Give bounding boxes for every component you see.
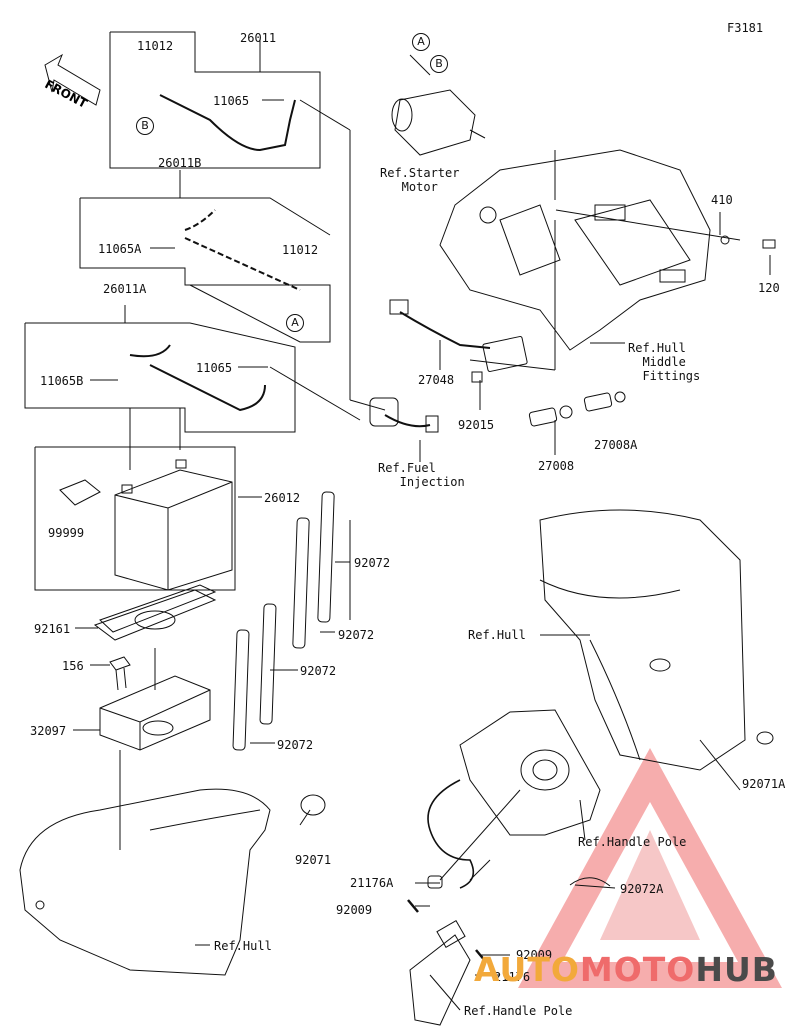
part-92071a: 92071A — [742, 777, 786, 791]
part-27008: 27008 — [538, 459, 575, 473]
key-27008a — [583, 391, 626, 412]
part-156: 156 — [62, 659, 84, 673]
part-92072-1: 92072 — [354, 556, 391, 570]
part-26012: 26012 — [264, 491, 301, 505]
ref-handle-pole-2: Ref.Handle Pole — [464, 1004, 573, 1018]
callout-a-top: A — [412, 33, 430, 51]
ref-hull-right: Ref.Hull — [468, 628, 526, 642]
part-11012-top: 11012 — [137, 39, 174, 53]
battery-26012 — [114, 459, 233, 591]
handle-pole-plate — [459, 709, 601, 836]
part-92161: 92161 — [34, 622, 71, 636]
part-92009-2: 92009 — [516, 948, 553, 962]
washer-410 — [720, 235, 730, 245]
ref-handle-pole-1: Ref.Handle Pole — [578, 835, 687, 849]
strap-92072-1 — [317, 491, 335, 623]
part-92072-3: 92072 — [300, 664, 337, 678]
ref-hull-middle: Ref.Hull Middle Fittings — [628, 341, 701, 383]
part-92072a: 92072A — [620, 882, 664, 896]
part-11065-top: 11065 — [213, 94, 250, 108]
ref-hull-bottom: Ref.Hull — [214, 939, 272, 953]
handle-pole-bottom — [409, 920, 471, 1026]
switch-wire-27048 — [399, 311, 491, 349]
logo-hub: HUB — [695, 950, 778, 989]
grommet-92071 — [300, 794, 326, 816]
case-32097 — [99, 675, 211, 751]
ref-starter-motor: Ref.Starter Motor — [380, 166, 460, 194]
ring-92072a — [569, 877, 611, 887]
part-120: 120 — [758, 281, 780, 295]
part-21176a: 21176A — [350, 876, 394, 890]
hull-middle-fittings — [439, 149, 711, 351]
part-99999: 99999 — [48, 526, 85, 540]
watermark-logo: AUTOMOTOHUB — [474, 950, 778, 989]
cable-26011a — [129, 344, 266, 412]
part-92009-1: 92009 — [336, 903, 373, 917]
part-26011b: 26011B — [158, 156, 202, 170]
bolt-156 — [109, 656, 131, 691]
bolt-92009-1 — [407, 899, 419, 913]
frame-26011 — [109, 31, 321, 169]
part-11065a: 11065A — [98, 242, 142, 256]
part-11012-mid: 11012 — [282, 243, 319, 257]
front-arrow — [44, 53, 101, 106]
figure-code: F3181 — [727, 21, 764, 35]
ref-fuel-injection: Ref.Fuel Injection — [378, 461, 465, 489]
key-27008 — [528, 405, 573, 427]
grommet-92071a — [756, 731, 774, 745]
strap-92072-2 — [292, 517, 310, 649]
tag-99999 — [59, 479, 101, 506]
cable-26011b — [184, 209, 301, 291]
part-11065-mid: 11065 — [196, 361, 233, 375]
logo-auto: AUTO — [474, 950, 580, 989]
part-92072-4: 92072 — [277, 738, 314, 752]
strap-92072-3 — [259, 603, 277, 725]
part-21176: 21176 — [494, 970, 531, 984]
hull-right — [539, 509, 746, 771]
watermark-triangle — [518, 748, 782, 988]
part-11065b: 11065B — [40, 374, 84, 388]
bolt-92009-2 — [475, 949, 487, 963]
logo-moto: MOTO — [579, 950, 696, 989]
strap-92072-4 — [232, 629, 250, 751]
part-92015: 92015 — [458, 418, 495, 432]
callout-b-top: B — [430, 55, 448, 73]
cable-26011 — [159, 94, 296, 152]
callout-a-mid: A — [286, 314, 304, 332]
relay-fuel — [369, 397, 439, 433]
frame-26012 — [34, 446, 236, 591]
callout-b-left: B — [136, 117, 154, 135]
part-32097: 32097 — [30, 724, 67, 738]
plate-92161 — [93, 584, 217, 641]
part-26011: 26011 — [240, 31, 277, 45]
starter-motor — [391, 54, 486, 156]
sensor-wire-21176a — [427, 779, 475, 889]
part-92071: 92071 — [295, 853, 332, 867]
part-92072-2: 92072 — [338, 628, 375, 642]
part-27008a: 27008A — [594, 438, 638, 452]
part-410: 410 — [711, 193, 733, 207]
part-27048: 27048 — [418, 373, 455, 387]
hull-bottom — [19, 788, 271, 976]
frame-26011a — [24, 322, 296, 433]
front-indicator: FRONT — [42, 55, 103, 111]
switch-27048 — [389, 299, 528, 383]
frame-26011b — [79, 198, 331, 343]
bolt-120 — [762, 239, 776, 249]
fuse-wire — [384, 414, 431, 428]
part-26011a: 26011A — [103, 282, 147, 296]
sensor-21176a — [427, 875, 443, 889]
